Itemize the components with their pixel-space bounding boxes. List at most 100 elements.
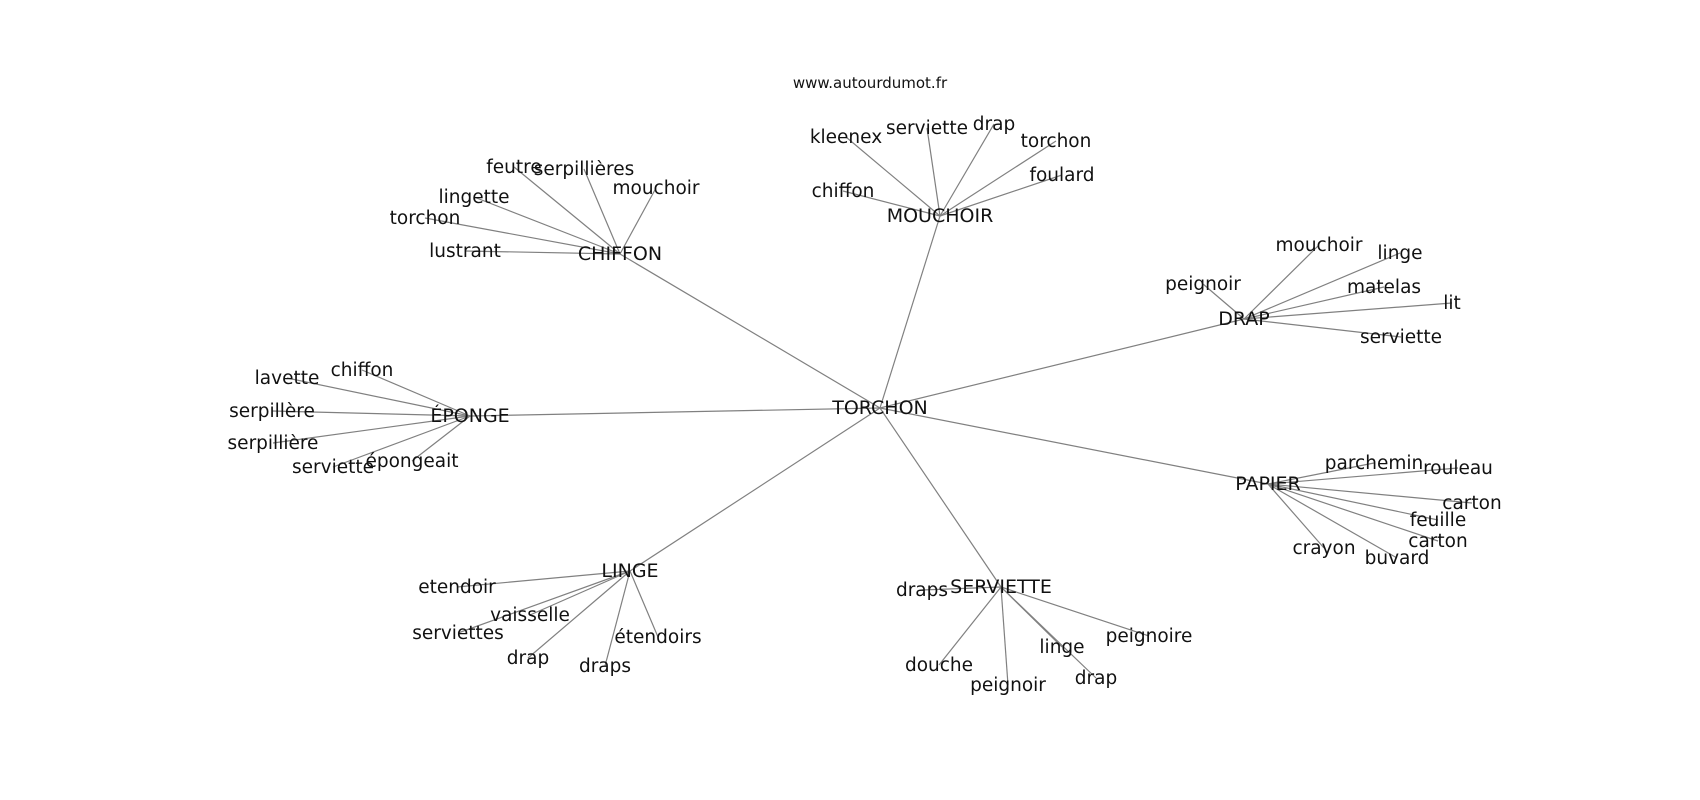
edge-chiffon-lingette <box>473 196 621 255</box>
edge-mouchoir-foulard <box>939 174 1063 217</box>
hub-node-mouchoir: MOUCHOIR <box>887 205 994 227</box>
word-node: buvard <box>1365 548 1430 569</box>
source-credit: www.autourdumot.fr <box>793 74 948 92</box>
edge-drap-matelas <box>1243 286 1385 320</box>
word-node: foulard <box>1029 165 1094 186</box>
word-node: serpillère <box>229 401 315 422</box>
graph-edges <box>271 123 1473 686</box>
word-node: serpillière <box>228 433 319 454</box>
word-node: peignoir <box>970 675 1046 696</box>
edge-papier-carton <box>1267 483 1473 504</box>
word-node: serviette <box>1360 327 1442 348</box>
word-node: parchemin <box>1325 453 1423 474</box>
word-node: lavette <box>255 368 320 389</box>
edge-eponge-serviette <box>332 415 471 468</box>
edge-center-chiffon <box>619 253 881 409</box>
word-node: kleenex <box>810 127 882 148</box>
hub-node-papier: PAPIER <box>1235 473 1301 495</box>
edge-papier-buvard <box>1267 483 1398 559</box>
hub-node-serviette: SERVIETTE <box>950 576 1052 598</box>
word-node: torchon <box>390 208 461 229</box>
word-node: linge <box>1377 243 1422 264</box>
word-node: lit <box>1443 293 1461 314</box>
edge-serviette-peignoir <box>1000 586 1009 686</box>
edge-mouchoir-chiffon <box>842 190 941 217</box>
edge-eponge-epongeait <box>411 415 471 462</box>
word-node: torchon <box>1021 131 1092 152</box>
edge-chiffon-mouchoir <box>619 187 657 255</box>
hub-node-drap: DRAP <box>1218 308 1270 330</box>
word-node: carton <box>1442 493 1501 514</box>
word-node: linge <box>1039 637 1084 658</box>
edge-eponge-serpilliere <box>272 415 471 444</box>
edge-papier-feuille <box>1267 483 1439 521</box>
word-node: drap <box>507 648 549 669</box>
word-node: serviette <box>292 457 374 478</box>
edge-serviette-drap <box>1000 586 1097 679</box>
word-node: crayon <box>1292 538 1355 559</box>
word-node: étendoirs <box>614 627 701 648</box>
edge-mouchoir-torchon <box>939 140 1057 217</box>
edge-center-eponge <box>469 407 881 417</box>
edge-linge-draps <box>604 570 631 667</box>
word-node: vaisselle <box>490 605 570 626</box>
word-node: feutre <box>486 157 541 178</box>
word-node: douche <box>905 655 973 676</box>
edge-drap-mouchoir <box>1243 244 1320 320</box>
edge-mouchoir-drap <box>939 123 995 217</box>
word-node: matelas <box>1347 277 1421 298</box>
hub-node-eponge: ÉPONGE <box>430 404 509 427</box>
edge-chiffon-serpillieres <box>583 168 621 255</box>
edge-drap-serviette <box>1243 318 1402 338</box>
edge-papier-rouleau <box>1267 467 1459 485</box>
edge-center-drap <box>879 318 1245 409</box>
edge-eponge-chiffon <box>361 369 471 417</box>
edge-center-serviette <box>879 407 1002 588</box>
edge-papier-carton <box>1267 483 1439 542</box>
edge-chiffon-torchon <box>424 217 621 255</box>
word-node: serpillières <box>534 159 635 180</box>
edge-papier-crayon <box>1267 483 1325 549</box>
hub-node-chiffon: CHIFFON <box>578 243 662 265</box>
edge-linge-etendoir <box>456 570 631 588</box>
word-node: rouleau <box>1423 458 1493 479</box>
word-node: feuille <box>1410 510 1466 531</box>
word-node: mouchoir <box>1275 235 1362 256</box>
word-node: draps <box>896 580 948 601</box>
word-node: peignoir <box>1165 274 1241 295</box>
word-node: etendoir <box>418 577 496 598</box>
edge-center-papier <box>879 407 1269 485</box>
edge-eponge-serpillere <box>271 410 471 417</box>
edge-chiffon-feutre <box>513 166 621 255</box>
edge-papier-parchemin <box>1267 462 1375 485</box>
word-node: drap <box>973 114 1015 135</box>
edge-drap-peignoir <box>1202 283 1245 320</box>
edge-eponge-lavette <box>286 377 471 417</box>
edge-chiffon-lustrant <box>464 250 621 255</box>
center-node: TORCHON <box>831 397 928 419</box>
word-node: lustrant <box>429 241 501 262</box>
edge-linge-vaisselle <box>529 570 631 616</box>
edge-linge-serviettes <box>457 570 631 634</box>
word-node: lingette <box>438 187 509 208</box>
edge-serviette-peignoire <box>1000 586 1150 637</box>
word-node: carton <box>1408 531 1467 552</box>
edge-center-linge <box>629 407 881 572</box>
word-node: drap <box>1075 668 1117 689</box>
edge-serviette-douche <box>938 586 1002 666</box>
edge-mouchoir-serviette <box>926 127 941 217</box>
word-node: draps <box>579 656 631 677</box>
edge-linge-etendoirs <box>629 570 659 638</box>
word-node: serviettes <box>412 623 504 644</box>
word-node: peignoire <box>1106 626 1193 647</box>
hub-node-linge: LINGE <box>601 560 658 582</box>
edge-drap-lit <box>1243 302 1453 320</box>
edge-drap-linge <box>1243 252 1401 320</box>
edge-mouchoir-kleenex <box>845 136 941 217</box>
edge-serviette-draps <box>921 586 1002 591</box>
edge-linge-drap <box>527 570 631 659</box>
word-node: serviette <box>886 118 968 139</box>
edge-center-mouchoir <box>879 215 941 409</box>
